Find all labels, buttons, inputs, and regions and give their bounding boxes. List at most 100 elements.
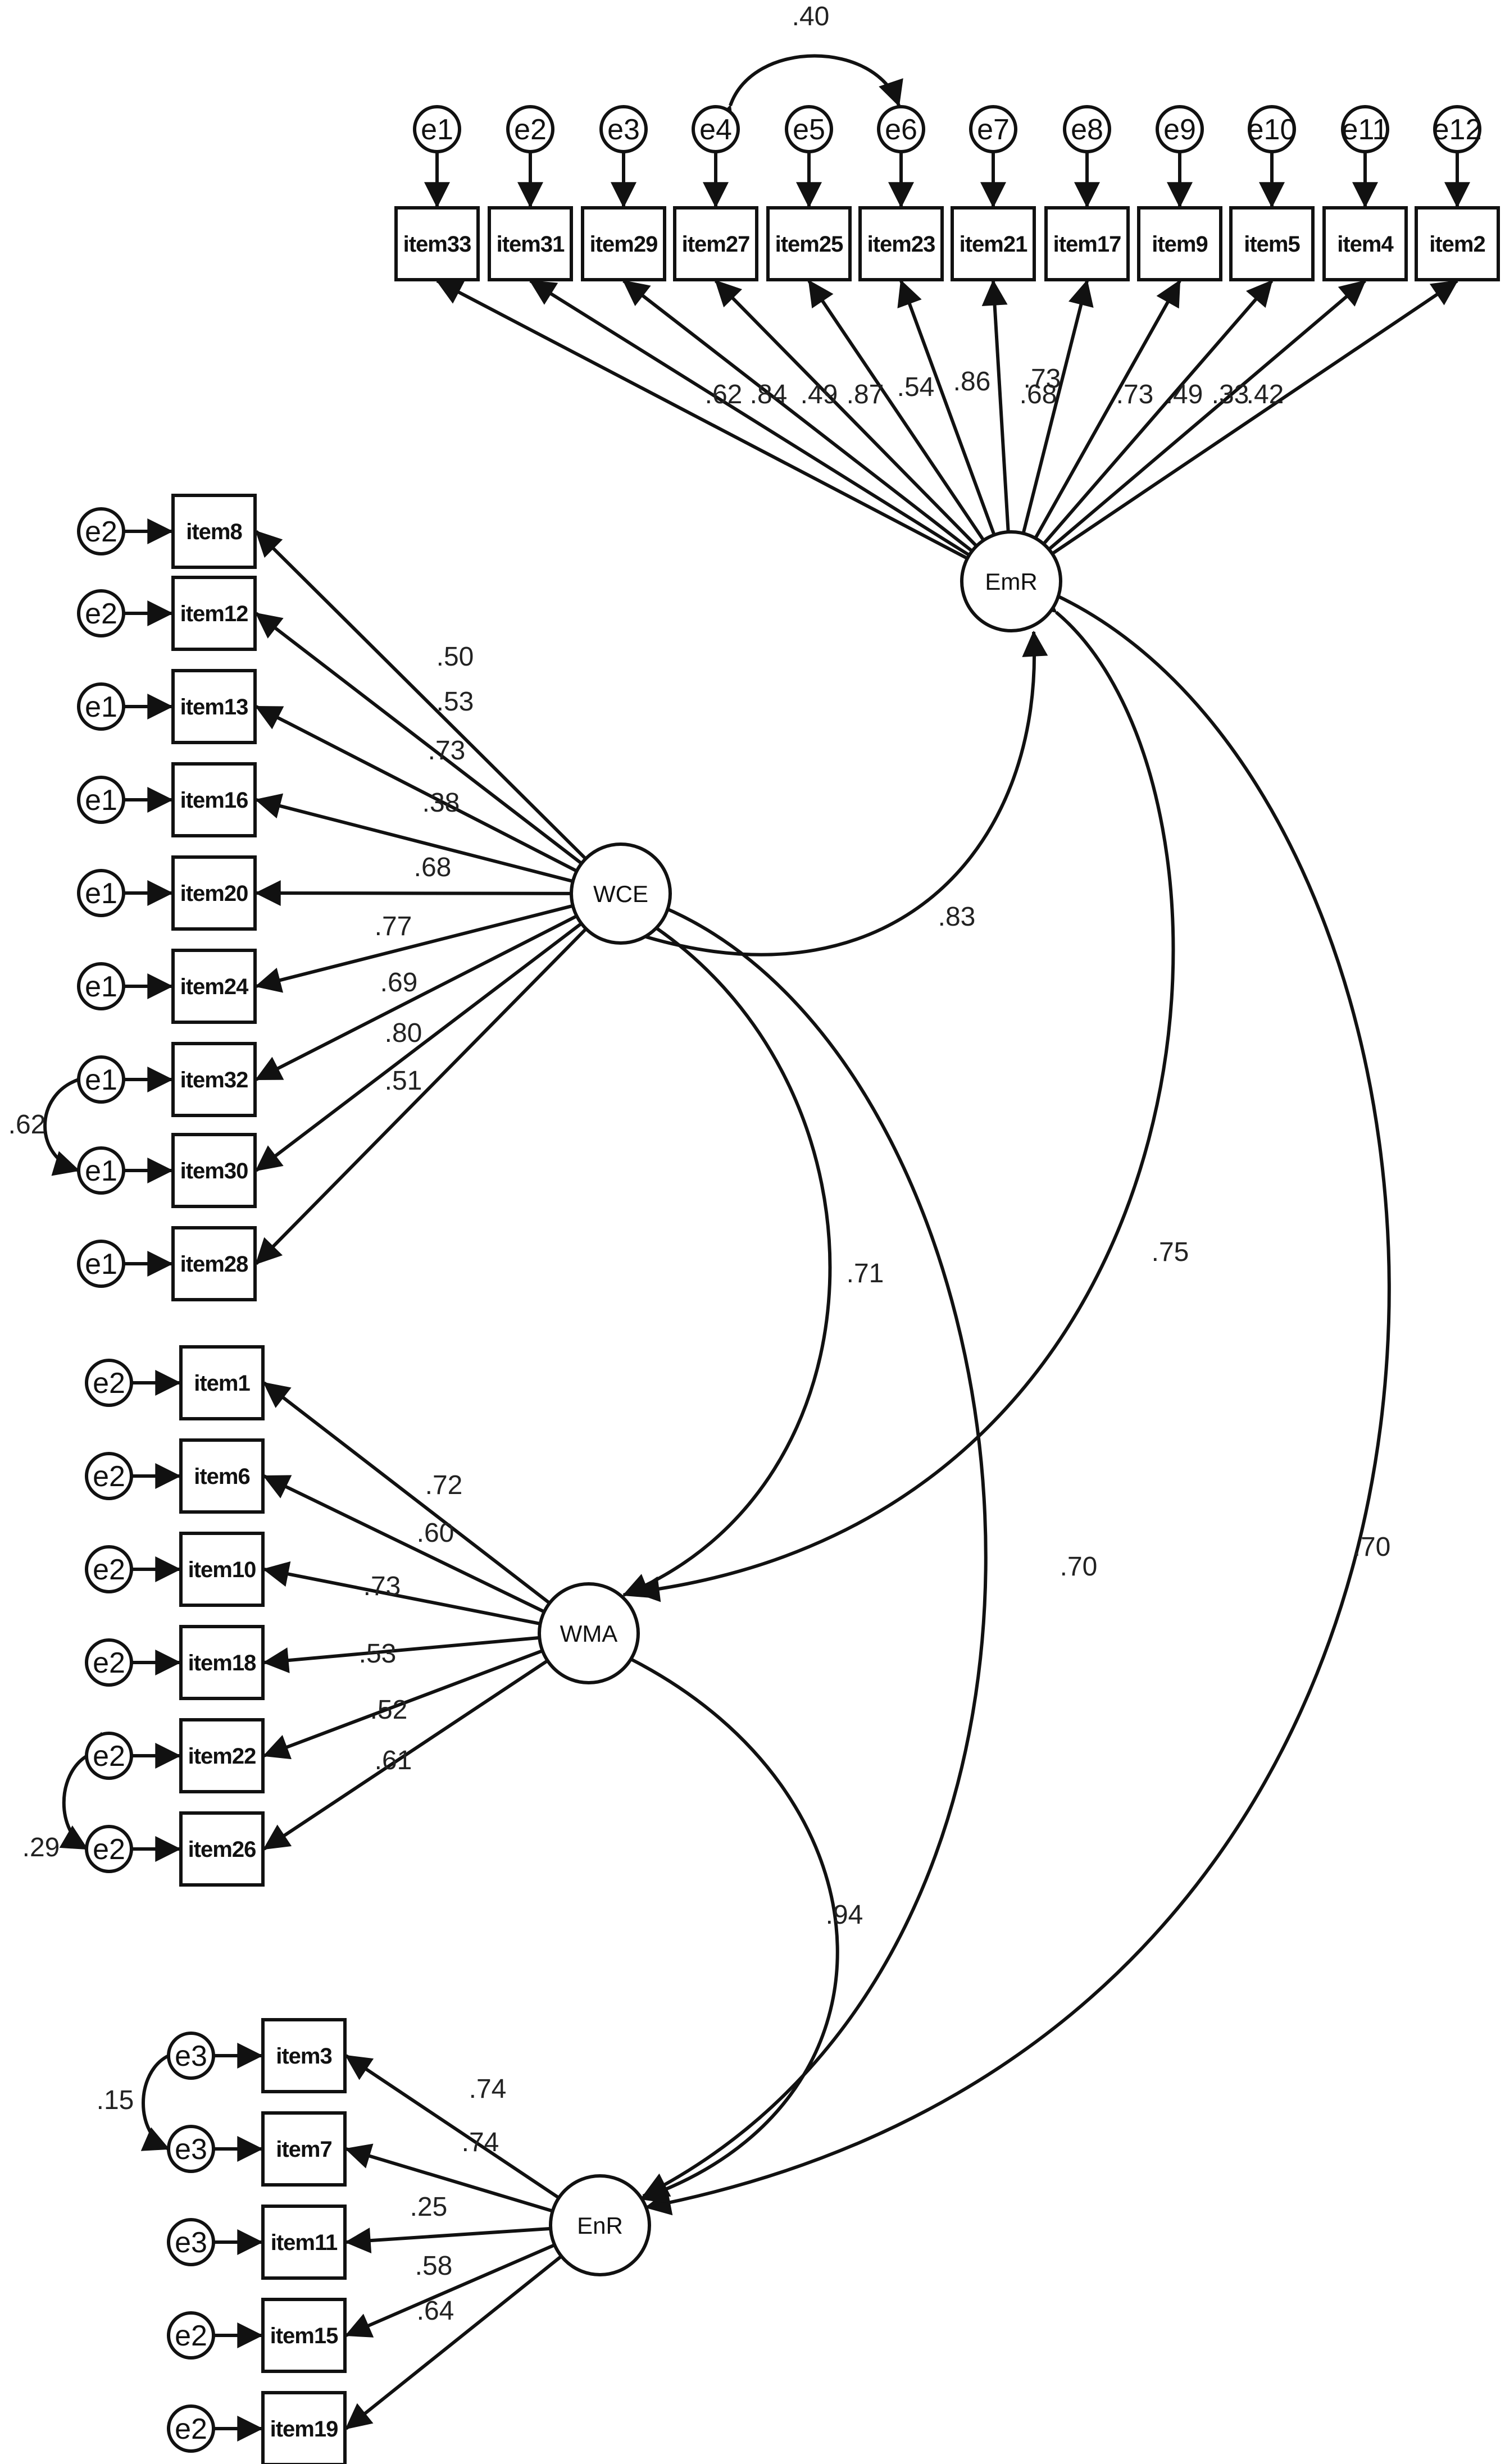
latent-enr-circle — [549, 2174, 651, 2276]
wma-item-item1-label: item1 — [194, 1371, 250, 1396]
emr-error-e2-label: e2 — [514, 113, 547, 146]
enr-item-item3-label: item3 — [276, 2044, 332, 2069]
emr-loading-label-item17: .68 — [1020, 380, 1057, 409]
emr-item-item29-label: item29 — [590, 232, 658, 257]
corr-wce-wma-arc — [622, 902, 832, 1598]
wce-loading-arrow-item16 — [254, 793, 574, 883]
wma-loading-label-item18: .53 — [359, 1639, 397, 1669]
emr-error-e9-label: e9 — [1163, 113, 1196, 146]
wce-loading-arrow-item28 — [254, 927, 588, 1265]
emr-loading-label-item31: .84 — [750, 380, 788, 409]
wce-loading-label-item16: .38 — [422, 788, 460, 818]
emr-loading-label-item9: .73 — [1116, 380, 1154, 409]
wce-error-item13-circle — [77, 682, 125, 731]
emr-error-e11-label: e11 — [1342, 113, 1389, 146]
wce-item-item13-box — [171, 669, 257, 744]
wce-error-item12-circle — [77, 589, 125, 637]
emr-error-e4-circle — [692, 105, 740, 153]
wce-item-item30-box — [171, 1133, 257, 1208]
wce-error-item28-circle — [77, 1240, 125, 1288]
corr-wce-emr-arc — [619, 630, 1048, 957]
emr-item-item23-box — [858, 206, 944, 281]
emr-error-e10-circle — [1248, 105, 1296, 153]
emr-loading-arrow-item27 — [714, 279, 978, 548]
wce-item-item20-box — [171, 855, 257, 931]
wce-loading-label-item30: .80 — [385, 1018, 422, 1048]
wma-item-item18-box — [179, 1625, 265, 1700]
wma-error-item22-circle — [85, 1732, 133, 1780]
emr-error-e3-circle — [599, 105, 648, 153]
emr-item-item17-label: item17 — [1053, 232, 1121, 257]
emr-error-e1-label: e1 — [421, 113, 453, 146]
emr-error-e6-label: e6 — [885, 113, 917, 146]
enr-item-item15-box — [261, 2298, 347, 2373]
wma-loading-arrow-item6 — [262, 1474, 545, 1614]
wce-loading-label-item32: .69 — [380, 968, 418, 998]
cov-item22-item26-label: .29 — [22, 1833, 60, 1862]
wce-item-item28-label: item28 — [180, 1252, 248, 1277]
wce-loading-label-item28: .51 — [385, 1066, 422, 1096]
emr-loading-label-item27: .87 — [847, 380, 884, 409]
cov-item22-item26-arc — [59, 1732, 115, 1851]
cov-item32-item30-label: .62 — [8, 1110, 46, 1140]
emr-item-item25-label: item25 — [775, 232, 843, 257]
latent-wce-label: WCE — [593, 881, 648, 907]
latent-wma-label: WMA — [560, 1620, 618, 1647]
enr-error-item3-circle — [167, 2032, 215, 2080]
emr-loading-arrow-item17 — [1021, 279, 1094, 534]
emr-error-e4-label: e4 — [699, 113, 732, 146]
wma-error-item6-label: e2 — [93, 1460, 125, 1493]
emr-loading-label-item23: .86 — [953, 367, 991, 397]
enr-item-item11-box — [261, 2205, 347, 2280]
emr-item-item25-box — [766, 206, 852, 281]
cov-item3-item7-arc — [140, 2033, 197, 2151]
cov-item3-item7-label: .15 — [97, 2085, 134, 2115]
wce-item-item24-label: item24 — [180, 974, 249, 999]
wma-item-item6-label: item6 — [194, 1464, 250, 1489]
wce-loading-arrow-item8 — [254, 530, 587, 860]
wce-error-item32-label: e1 — [85, 1064, 117, 1096]
wce-loading-arrow-item32 — [254, 914, 578, 1081]
emr-error-e2-circle — [506, 105, 554, 153]
nodes-layer: item33e1item31e2item29e3item27e4item25e5… — [77, 105, 1500, 2464]
emr-item-item17-box — [1044, 206, 1130, 281]
edges-layer — [43, 54, 1470, 2442]
wce-error-item8-circle — [77, 507, 125, 555]
cov-e4-e6-label: .40 — [792, 2, 830, 31]
wma-loading-arrow-item18 — [262, 1636, 540, 1673]
emr-loading-arrow-item33 — [435, 279, 969, 560]
emr-error-e8-circle — [1063, 105, 1111, 153]
wce-loading-label-item20: .68 — [414, 853, 452, 882]
emr-error-e5-label: e5 — [793, 113, 825, 146]
enr-loading-arrow-item7 — [344, 2143, 553, 2213]
emr-item-item33-label: item33 — [403, 232, 471, 257]
emr-error-e12-label: e12 — [1433, 113, 1482, 146]
emr-item-item4-label: item4 — [1337, 232, 1394, 257]
emr-item-item9-box — [1137, 206, 1222, 281]
emr-loading-label-item29: .49 — [801, 380, 838, 409]
enr-item-item15-label: item15 — [270, 2324, 338, 2348]
wce-loading-label-item24: .77 — [375, 912, 412, 941]
enr-error-item15-circle — [167, 2311, 215, 2360]
wma-error-item6-circle — [85, 1452, 133, 1500]
emr-error-e11-circle — [1341, 105, 1389, 153]
emr-loading-label-item4: .33 — [1212, 380, 1249, 409]
emr-item-item2-box — [1415, 206, 1500, 281]
latent-emr-label: EmR — [985, 568, 1037, 595]
latent-emr-circle — [960, 530, 1062, 632]
emr-item-item27-box — [673, 206, 758, 281]
wce-item-item28-box — [171, 1226, 257, 1301]
wma-error-item26-circle — [85, 1825, 133, 1873]
emr-item-item23-label: item23 — [867, 232, 935, 257]
wma-loading-arrow-item22 — [262, 1649, 543, 1760]
emr-item-item31-label: item31 — [497, 232, 565, 257]
emr-error-e3-label: e3 — [607, 113, 640, 146]
wce-item-item16-box — [171, 762, 257, 837]
enr-error-item11-label: e3 — [175, 2226, 207, 2259]
wma-loading-label-item26: .61 — [375, 1746, 412, 1775]
emr-loading-arrow-item2 — [1051, 279, 1458, 555]
enr-loading-arrow-item15 — [344, 2243, 556, 2338]
corr-emr-wma-arc — [633, 586, 1175, 1602]
enr-error-item19-circle — [167, 2404, 215, 2453]
